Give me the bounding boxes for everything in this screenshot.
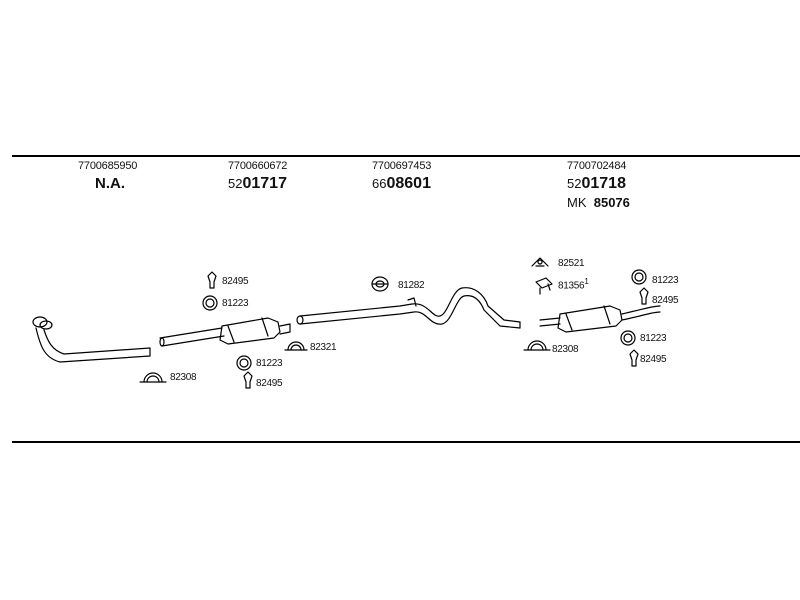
intermediate-pipe-08601-drawing xyxy=(296,287,521,329)
clamp-82321-drawing xyxy=(284,341,308,351)
label-82495-top-right: 82495 xyxy=(652,295,679,306)
label-82495-top-left: 82495 xyxy=(222,276,249,287)
label-81282: 81282 xyxy=(398,280,425,291)
label-81356-superscript: 1 xyxy=(584,277,589,286)
oe-number-3: 7700697453 xyxy=(372,160,432,172)
part-prefix-3: 66 xyxy=(372,176,387,191)
gasket-81223-top-right-drawing xyxy=(631,269,647,285)
not-available-label: N.A. xyxy=(95,175,125,192)
oe-number-2: 7700660672 xyxy=(228,160,288,172)
part-prefix-2: 52 xyxy=(228,176,243,191)
part-prefix-4: 52 xyxy=(567,176,582,191)
gasket-81223-bottom-right-drawing xyxy=(620,330,636,346)
rear-muffler-01718-drawing xyxy=(539,305,661,333)
label-82308-right: 82308 xyxy=(552,344,579,355)
front-downpipe-drawing xyxy=(32,316,151,363)
bracket-82521-drawing xyxy=(531,257,549,267)
label-82521: 82521 xyxy=(558,258,585,269)
part-main-2: 01717 xyxy=(242,175,287,192)
bottom-rule xyxy=(12,441,800,443)
oe-number-1: 7700685950 xyxy=(78,160,138,172)
part-number-4: 5201718 xyxy=(567,175,626,193)
gasket-81223-bottom-left-drawing xyxy=(236,355,252,371)
label-81223-bottom-left: 81223 xyxy=(256,358,283,369)
rubber-82495-top-left-drawing xyxy=(207,271,217,289)
clamp-82308-right-drawing xyxy=(523,340,551,351)
top-rule xyxy=(12,155,800,157)
mk-prefix: MK xyxy=(567,195,587,210)
oe-number-4: 7700702484 xyxy=(567,160,627,172)
part-number-2: 5201717 xyxy=(228,175,287,193)
label-81356-number: 81356 xyxy=(558,280,585,292)
label-81223-top-left: 81223 xyxy=(222,298,249,309)
clamp-82308-left-drawing xyxy=(139,372,167,383)
centre-muffler-01717-drawing xyxy=(159,317,291,347)
gasket-81223-top-left-drawing xyxy=(202,295,218,311)
label-82495-bottom-left: 82495 xyxy=(256,378,283,389)
rubber-82495-bottom-left-drawing xyxy=(243,371,253,389)
part-main-4: 01718 xyxy=(581,175,626,192)
mk-number: 85076 xyxy=(593,195,630,210)
label-81223-top-right: 81223 xyxy=(652,275,679,286)
part-main-3: 08601 xyxy=(386,175,431,192)
bracket-81356-drawing xyxy=(535,277,553,295)
label-81356: 813561 xyxy=(558,277,589,292)
label-82495-bottom-right: 82495 xyxy=(640,354,667,365)
mk-kit-number: MK 85076 xyxy=(567,195,630,210)
label-82308-left: 82308 xyxy=(170,372,197,383)
rubber-82495-bottom-right-drawing xyxy=(629,349,639,367)
hanger-81282-drawing xyxy=(371,276,389,292)
rubber-82495-top-right-drawing xyxy=(639,287,649,305)
label-81223-bottom-right: 81223 xyxy=(640,333,667,344)
part-number-3: 6608601 xyxy=(372,175,431,193)
label-82321: 82321 xyxy=(310,342,337,353)
